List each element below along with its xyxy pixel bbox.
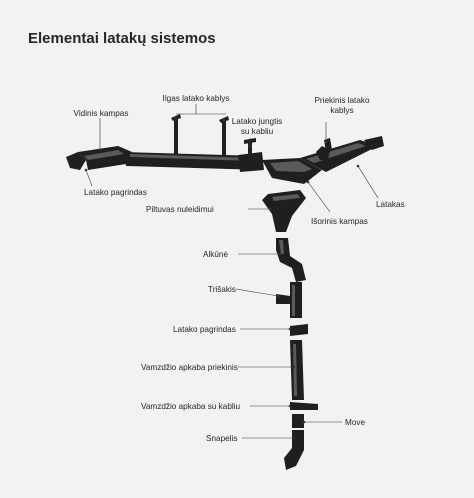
gutter-end-cap: [66, 152, 86, 170]
label-front-hook-1: Priekinis latako: [314, 96, 370, 105]
tee-part: [276, 282, 302, 318]
label-pipe-clip-hook: Vamzdžio apkaba su kabliu: [141, 402, 241, 411]
label-gutter-joint-2: su kabliu: [241, 127, 274, 136]
label-long-hook: Ilgas latako kablys: [163, 94, 230, 103]
pipe-bracket-upper: [290, 324, 308, 336]
label-gutter-base-mid: Latako pagrindas: [173, 325, 236, 334]
label-gutter: Latakas: [376, 200, 405, 209]
leader-lines: [84, 104, 379, 440]
label-gutter-joint-1: Latako jungtis: [232, 117, 283, 126]
label-funnel: Piltuvas nuleidimui: [146, 205, 214, 214]
gutter-joint-part: [238, 152, 264, 172]
label-outer-corner: Išorinis kampas: [311, 217, 368, 226]
funnel-part: [262, 190, 306, 232]
right-end-cap: [364, 136, 384, 150]
elbow-part: [276, 238, 306, 282]
sleeve-part: [292, 414, 304, 428]
diagram-title: Elementai latakų sistemos: [28, 30, 216, 47]
pipe-clip-hook: [290, 402, 318, 410]
gutter-assembly: [66, 114, 384, 184]
part-labels: Vidinis kampas Ilgas latako kablys Latak…: [74, 94, 405, 443]
shoe-part: [284, 430, 304, 470]
label-shoe: Snapelis: [206, 434, 237, 443]
label-elbow: Alkūnė: [203, 250, 228, 259]
label-inner-corner: Vidinis kampas: [74, 109, 129, 118]
downpipe-part: [290, 340, 304, 400]
label-front-hook-2: kablys: [330, 106, 353, 115]
long-hooks: [171, 114, 229, 156]
label-sleeve: Move: [345, 418, 365, 427]
label-tee: Trišakis: [208, 285, 236, 294]
label-gutter-base-top: Latako pagrindas: [84, 188, 147, 197]
label-pipe-clip-front: Vamzdžio apkaba priekinis: [141, 363, 238, 372]
